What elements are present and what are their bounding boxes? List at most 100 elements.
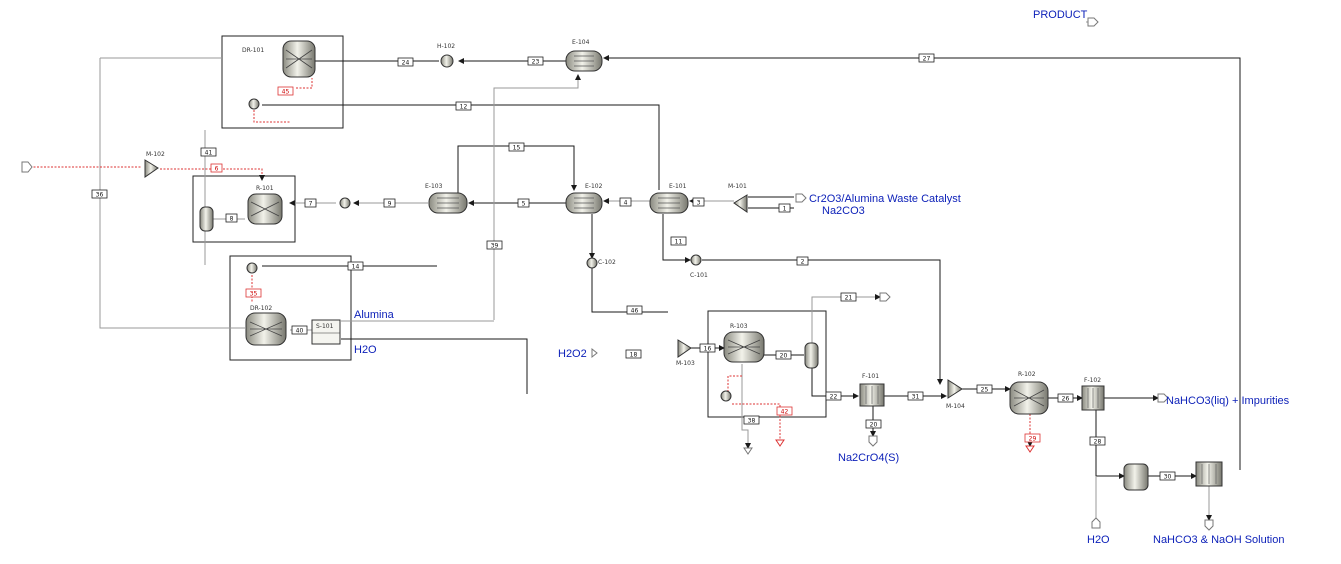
stream-label-40[interactable]: 40: [291, 325, 308, 335]
stream-label-9[interactable]: 9: [383, 198, 396, 208]
e102-exchanger[interactable]: [565, 192, 603, 214]
stream-label-21[interactable]: 21: [840, 292, 857, 302]
stream-label-42[interactable]: 42: [776, 406, 793, 416]
tag-c102: C-102: [598, 259, 616, 266]
e103-exchanger[interactable]: [428, 192, 468, 214]
stream-label-7[interactable]: 7: [304, 198, 317, 208]
r103-bottom-arrow-icon: [743, 447, 753, 455]
tag-m104: M-104: [946, 403, 965, 410]
stream-label-23[interactable]: 23: [527, 56, 544, 66]
stream-label-6[interactable]: 6: [210, 163, 223, 173]
stream-label-26[interactable]: 26: [1057, 393, 1074, 403]
r103-vessel[interactable]: [723, 331, 765, 363]
stream-label-24[interactable]: 24: [397, 57, 414, 67]
stream-label-41[interactable]: 41: [200, 147, 217, 157]
stream-label-28[interactable]: 28: [1089, 436, 1106, 446]
c101-cooler[interactable]: [690, 254, 702, 266]
row-cooler[interactable]: [339, 197, 351, 209]
r103-cooler[interactable]: [720, 390, 732, 402]
stream-label-text: 11: [675, 238, 683, 245]
stream-label-14[interactable]: 14: [347, 261, 364, 271]
stream-label-16[interactable]: 16: [699, 343, 716, 353]
tag-h102: H-102: [437, 43, 455, 50]
stream-label-36[interactable]: 36: [91, 189, 108, 199]
stream-label-29[interactable]: 29: [1024, 433, 1041, 443]
stream-label-20[interactable]: 20: [775, 350, 792, 360]
stream-line-15: [457, 145, 577, 194]
s101-separator[interactable]: [311, 319, 341, 345]
f102-filter[interactable]: [1081, 385, 1105, 411]
e104-exchanger[interactable]: [565, 50, 603, 72]
r103-flash-drum[interactable]: [804, 342, 819, 369]
dr102-heater[interactable]: [246, 262, 258, 274]
h102-heater[interactable]: [440, 54, 454, 68]
stream-line-27: [603, 55, 1241, 470]
nahco3-naoh-label: NaHCO3 & NaOH Solution: [1153, 534, 1284, 546]
stream-label-5[interactable]: 5: [517, 198, 530, 208]
r102-vessel[interactable]: [1009, 381, 1049, 415]
stream-line-42: [732, 403, 781, 440]
stream-label-35[interactable]: 35: [245, 288, 262, 298]
stream-label-18[interactable]: 18: [625, 349, 642, 359]
final-filter[interactable]: [1195, 461, 1223, 487]
stream-label-4[interactable]: 4: [619, 197, 632, 207]
mixing-tank[interactable]: [1123, 463, 1149, 491]
catalyst-feed-arrow-icon: [795, 193, 807, 203]
r102-bottom-arrow-icon: [1025, 445, 1035, 453]
stream-label-1[interactable]: 1: [778, 203, 791, 213]
f101-filter[interactable]: [859, 383, 885, 407]
stream-label-text: 28: [1094, 438, 1102, 445]
stream-label-31[interactable]: 31: [907, 391, 924, 401]
h2o-bottom-label: H2O: [1087, 534, 1110, 546]
stream-label-3[interactable]: 3: [692, 197, 705, 207]
m103-mixer[interactable]: [677, 339, 692, 358]
dr102-enclosure: [229, 255, 352, 361]
m102-mixer[interactable]: [144, 159, 159, 178]
stream-label-25[interactable]: 25: [976, 384, 993, 394]
dr101-cooler[interactable]: [248, 98, 260, 110]
stream-label-39[interactable]: 39: [486, 240, 503, 250]
stream-label-text: 30: [1164, 473, 1172, 480]
stream-label-text: 27: [923, 55, 931, 62]
tag-f101: F-101: [862, 373, 879, 380]
stream-label-text: 20: [780, 352, 788, 359]
left-flash-drum[interactable]: [199, 206, 214, 232]
stream-label-text: 18: [630, 351, 638, 358]
stream-label-12[interactable]: 12: [455, 101, 472, 111]
m104-mixer[interactable]: [947, 379, 963, 399]
stream-line-22: [811, 368, 859, 399]
stream-label-text: 2: [801, 258, 805, 265]
stream-line-6: [160, 168, 265, 181]
stream-label-22[interactable]: 22: [825, 391, 842, 401]
stream-label-45[interactable]: 45: [277, 86, 294, 96]
left-feed-arrow-icon: [21, 161, 33, 173]
dr102-vessel[interactable]: [245, 312, 287, 346]
stream-label-2[interactable]: 2: [796, 256, 809, 266]
stream-label-text: 46: [631, 307, 639, 314]
stream-label-text: 39: [491, 242, 499, 249]
stream-label-46[interactable]: 46: [626, 305, 643, 315]
h2o2-label: H2O2: [558, 348, 587, 360]
c102-cooler[interactable]: [586, 257, 598, 269]
stream-line-dr101-red: [253, 110, 290, 123]
dr101-vessel[interactable]: [282, 40, 316, 78]
stream-label-11[interactable]: 11: [670, 236, 687, 246]
dr101-enclosure: [221, 35, 344, 129]
m101-mixer[interactable]: [733, 194, 748, 213]
stream-line-38: [741, 364, 751, 449]
stream-label-38[interactable]: 38: [743, 415, 760, 425]
stream-line-39: [493, 74, 581, 320]
stream-label-text: 7: [309, 200, 313, 207]
stream-label-8[interactable]: 8: [225, 213, 238, 223]
stream-line-dr101-red2: [296, 78, 313, 89]
e101-exchanger[interactable]: [649, 192, 689, 214]
tag-e103: E-103: [425, 183, 443, 190]
stream-label-30[interactable]: 30: [1159, 471, 1176, 481]
stream-label-20[interactable]: 20: [865, 419, 882, 429]
stream-label-27[interactable]: 27: [918, 53, 935, 63]
stream-label-text: 9: [388, 200, 392, 207]
tag-e101: E-101: [669, 183, 687, 190]
stream-label-15[interactable]: 15: [508, 142, 525, 152]
r101-vessel[interactable]: [247, 193, 283, 225]
